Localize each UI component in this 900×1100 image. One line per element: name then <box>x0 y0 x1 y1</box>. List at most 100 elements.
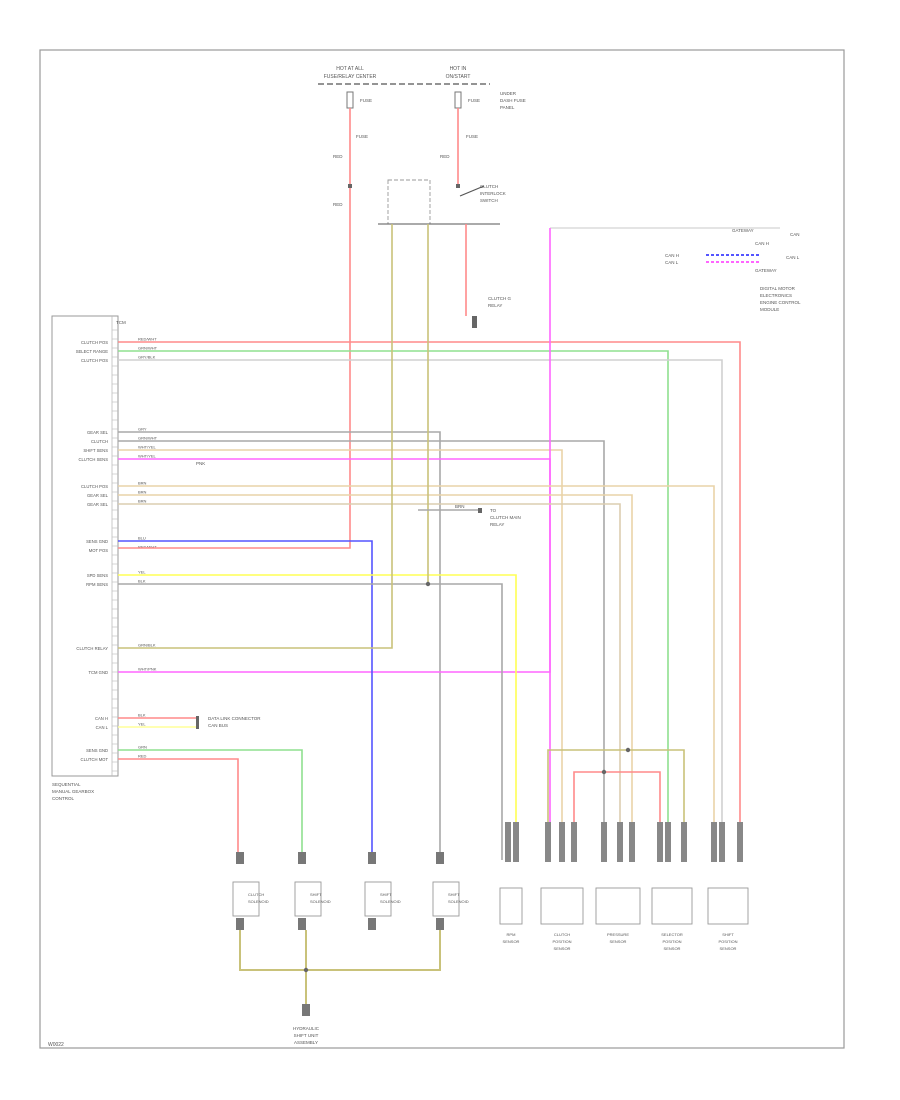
gateway-label-2: ELECTRONICS <box>760 293 792 298</box>
sensor-label-1: SHIFT <box>722 932 734 937</box>
right-fuse-note-3: PANEL <box>500 105 515 110</box>
terminal <box>348 184 352 188</box>
interlock-ground-label-2: RELAY <box>488 303 502 308</box>
wire-junction <box>425 581 431 587</box>
sensor-label-2: POSITION <box>552 939 571 944</box>
right-fuse-tag: FUSE <box>468 98 480 103</box>
tcm-wire-label-list: RED/WHTGRN/WHTGRY/BLKGRYGRN/WHTWHT/YELWH… <box>138 337 158 759</box>
tcm-pin-label: SPD SENS <box>87 573 108 578</box>
tcm-bottom-label-3: CONTROL <box>52 796 74 801</box>
sensor-connector-pin <box>737 822 743 862</box>
gateway-tag-c: GATEWAY <box>755 268 777 273</box>
tcm-pin-label: GEAR SEL <box>87 493 109 498</box>
tcm-wire-label: BLK <box>138 579 146 584</box>
wire-green-select-range <box>118 350 669 860</box>
sensor-label-1: SELECTOR <box>661 932 683 937</box>
solenoid-valve <box>432 881 460 917</box>
tcm-wire-label: GRY <box>138 427 147 432</box>
tcm-pin-label: CAN H <box>95 716 108 721</box>
sensor-connector-pin <box>665 822 671 862</box>
valve-connector <box>368 852 376 864</box>
sensor-label-3: SENSOR <box>720 946 737 951</box>
solenoid-valve <box>294 881 322 917</box>
interlock-label-2: INTERLOCK <box>480 191 506 196</box>
valve-connector-lower <box>298 918 306 930</box>
tcm-wire-label: RED/WHT <box>138 545 157 550</box>
hydraulic-label-1: HYDRAULIC <box>293 1026 320 1031</box>
tcm-pin-label: SENS GND <box>86 539 108 544</box>
valve-label-1: SHIFT <box>380 892 392 897</box>
left-fuse-label-1: HOT AT ALL <box>336 66 364 72</box>
tcm-top-label: TCM <box>116 320 126 325</box>
left-fuse-out-tag: FUSE <box>356 134 368 139</box>
switch-housing <box>387 179 431 225</box>
sensor-label-3: SENSOR <box>664 946 681 951</box>
tcm-wire-label: GRN <box>138 745 147 750</box>
sensor-connector-pin <box>571 822 577 862</box>
relay-note-1: TO <box>490 508 497 513</box>
gateway-label-4: MODULE <box>760 307 779 312</box>
relay-wire-label: BRN <box>455 504 465 509</box>
relay-note-2: CLUTCH MAIN <box>490 515 521 520</box>
wire-gray-clutch-pos <box>118 359 723 860</box>
tcm-wire-label: BRN <box>138 490 147 495</box>
gateway-label-1: DIGITAL MOTOR <box>760 286 796 291</box>
left-fuse-tag: FUSE <box>360 98 372 103</box>
tcm-pin-label: CLUTCH SENS <box>78 457 108 462</box>
left-fuse-wire-label-2: RED <box>333 202 343 207</box>
sensor-label-2: SENSOR <box>610 939 627 944</box>
hydraulic-connector <box>302 1004 310 1016</box>
sensor-box <box>651 887 693 925</box>
gateway-pin-a: CAN H <box>665 253 679 258</box>
diagram-code: W0022 <box>48 1042 64 1048</box>
tcm-bottom-label-1: SEQUENTIAL <box>52 782 81 787</box>
tcm-pin-label: SHIFT SENS <box>83 448 108 453</box>
gateway-pin-b: CAN L <box>665 260 679 265</box>
tcm-pin-label: SELECT RANGE <box>76 349 108 354</box>
gateway-area: GATEWAY CAN CAN H CAN L CAN H CAN L GATE… <box>550 227 801 312</box>
sensor-box <box>499 887 523 925</box>
tcm-pin-label: CLUTCH RELAY <box>76 646 108 651</box>
valve-connector-lower <box>236 918 244 930</box>
clutch-interlock-switch: CLUTCH INTERLOCK SWITCH CLUTCH G RELAY <box>378 179 512 328</box>
fuse-area: HOT AT ALL FUSE/RELAY CENTER HOT IN ON/S… <box>318 66 526 207</box>
right-fuse-note-2: DASH FUSE <box>500 98 526 103</box>
valve-connector <box>298 852 306 864</box>
tcm-wire-label: RED/WHT <box>138 337 157 342</box>
wire-red-clutch-mot <box>118 758 239 860</box>
gateway-label-3: ENGINE CONTROL <box>760 300 801 305</box>
solenoid-valves: CLUTCHSOLENOIDSHIFTSOLENOIDSHIFTSOLENOID… <box>232 852 469 1016</box>
sensor-label-2: POSITION <box>662 939 681 944</box>
interlock-label-3: SWITCH <box>480 198 498 203</box>
interlock-ground-label-1: CLUTCH G <box>488 296 512 301</box>
sensor-connector-pin <box>505 822 511 862</box>
valve-label-1: SHIFT <box>310 892 322 897</box>
right-fuse-out-tag: FUSE <box>466 134 478 139</box>
sensor-connector-pin <box>681 822 687 862</box>
sensor-connector-pin <box>617 822 623 862</box>
wire-junction <box>303 967 309 973</box>
tcm-wire-label: BLK <box>138 713 146 718</box>
right-fuse-note-1: UNDER <box>500 91 517 96</box>
interlock-label-1: CLUTCH <box>480 184 498 189</box>
sensor-label-1: PRESSURE <box>607 932 629 937</box>
tcm-pin-label: CAN L <box>96 725 109 730</box>
wire-red-fuse-feed <box>118 108 351 549</box>
relay-note-3: RELAY <box>490 522 504 527</box>
tcm-wire-label: BRN <box>138 499 147 504</box>
wire-junction <box>625 747 631 753</box>
tcm-wire-label: GRN/WHT <box>138 346 158 351</box>
tcm-pin-label: GEAR SEL <box>87 502 109 507</box>
wire-olive-valve-bus <box>239 930 441 971</box>
switch-blade <box>459 185 485 197</box>
valve-label-1: SHIFT <box>448 892 460 897</box>
wire-junction <box>601 769 607 775</box>
sensor-label-3: SENSOR <box>554 946 571 951</box>
wire-gray-gear-sel <box>118 431 441 860</box>
sensor-box <box>540 887 584 925</box>
right-fuse-label-1: HOT IN <box>450 66 467 72</box>
tcm-wire-label: WHT/YEL <box>138 445 157 450</box>
interlock-ground-terminal <box>472 316 477 328</box>
sensors: RPMSENSORCLUTCHPOSITIONSENSORPRESSURESEN… <box>499 822 749 951</box>
